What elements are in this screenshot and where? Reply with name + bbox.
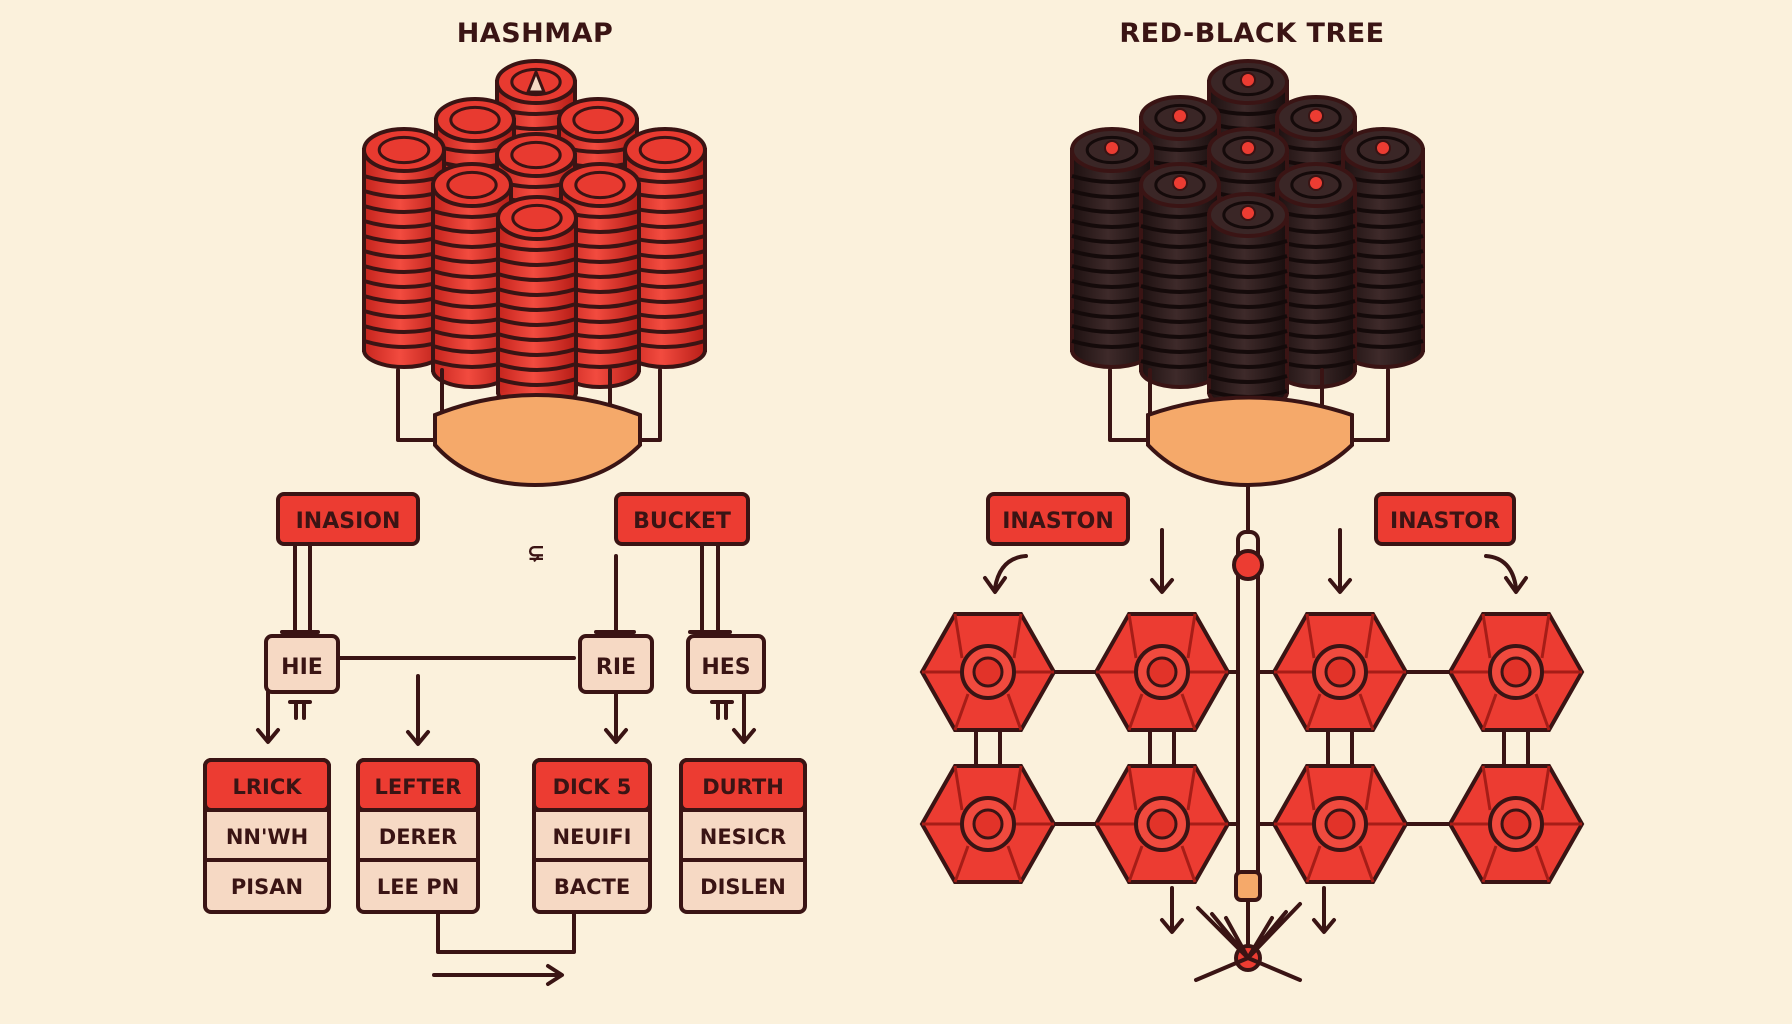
hashmap-table-header: DURTH xyxy=(702,775,784,799)
hashmap-cylinder-stack xyxy=(362,59,707,411)
rbtree-link xyxy=(974,728,1002,768)
hashmap-box-rie-text: RIE xyxy=(596,655,636,680)
hashmap-table-cell: PISAN xyxy=(231,875,303,899)
hashmap-inasion-text: INASION xyxy=(296,509,401,534)
rbtree-inaston-text: INASTON xyxy=(1002,509,1114,534)
hashmap-top-tip xyxy=(525,67,547,94)
rbtree-link xyxy=(1148,728,1176,768)
hashmap-table-header: LEFTER xyxy=(375,775,462,799)
rbtree-spine xyxy=(1194,483,1302,982)
hashmap-box-rie: RIE xyxy=(578,634,654,694)
hashmap-table-cell: NEUIFI xyxy=(553,825,632,849)
rbtree-inastor-label: INASTOR xyxy=(1374,492,1516,546)
hashmap-table: DURTH NESICR DISLEN xyxy=(679,758,807,914)
rbtree-node xyxy=(1093,612,1231,732)
rbtree-node xyxy=(1271,764,1409,884)
hashmap-symbol: ⊊ xyxy=(527,541,545,566)
rbtree-node xyxy=(1447,764,1585,884)
hashmap-table-cell: NESICR xyxy=(700,825,786,849)
rbtree-node xyxy=(1447,612,1585,732)
hashmap-bottom-connector xyxy=(432,910,576,986)
hashmap-table-cell: DISLEN xyxy=(700,875,786,899)
rbtree-base-plate xyxy=(1146,395,1354,488)
hashmap-table-arrows xyxy=(256,674,756,746)
hashmap-bucket-label: BUCKET xyxy=(614,492,750,546)
rbtree-cylinder-stack xyxy=(1070,59,1425,411)
hashmap-table-cell: DERER xyxy=(379,825,457,849)
hashmap-box-hes-text: HES xyxy=(701,655,750,680)
hashmap-box-hie: HIE xyxy=(264,634,340,694)
hashmap-base-plate xyxy=(433,393,642,488)
hashmap-table-cell: LEE PN xyxy=(377,875,459,899)
rbtree-cylinder xyxy=(1207,192,1289,411)
rbtree-node xyxy=(1093,764,1231,884)
red-black-tree-title: RED-BLACK TREE xyxy=(1119,18,1384,49)
rbtree-inaston-label: INASTON xyxy=(986,492,1130,546)
hashmap-bucket-text: BUCKET xyxy=(633,509,731,534)
hashmap-inasion-label: INASION xyxy=(276,492,420,546)
rbtree-node xyxy=(919,612,1057,732)
hashmap-tables: LRICK NN'WH PISAN LEFTER DERER LEE PN DICK 5 NE… xyxy=(203,758,807,914)
rbtree-link xyxy=(1326,728,1354,768)
rbtree-arrows xyxy=(983,528,1528,934)
hashmap-cylinder xyxy=(496,195,578,411)
hashmap-cylinder xyxy=(559,162,641,389)
rbtree-cylinder xyxy=(1275,162,1357,389)
hashmap-table-cell: BACTE xyxy=(554,875,630,899)
rbtree-link xyxy=(1502,728,1530,768)
rbtree-node-grid xyxy=(919,612,1585,884)
rbtree-node xyxy=(1271,612,1409,732)
hashmap-table-header: DICK 5 xyxy=(553,775,632,799)
hashmap-table: LRICK NN'WH PISAN xyxy=(203,758,331,914)
hashmap-box-hie-text: HIE xyxy=(281,655,323,680)
hashmap-title: HASHMAP xyxy=(457,18,614,49)
hashmap-label-connectors xyxy=(280,542,732,660)
hashmap-table-cell: NN'WH xyxy=(226,825,308,849)
rbtree-inastor-text: INASTOR xyxy=(1390,509,1500,534)
rbtree-node xyxy=(919,764,1057,884)
hashmap-table-header: LRICK xyxy=(232,775,302,799)
rbtree-cylinder xyxy=(1070,127,1154,369)
hashmap-table: DICK 5 NEUIFI BACTE xyxy=(532,758,652,914)
hashmap-box-hes: HES xyxy=(686,634,766,694)
hashmap-cylinder xyxy=(362,127,446,369)
hashmap-table: LEFTER DERER LEE PN xyxy=(356,758,480,914)
